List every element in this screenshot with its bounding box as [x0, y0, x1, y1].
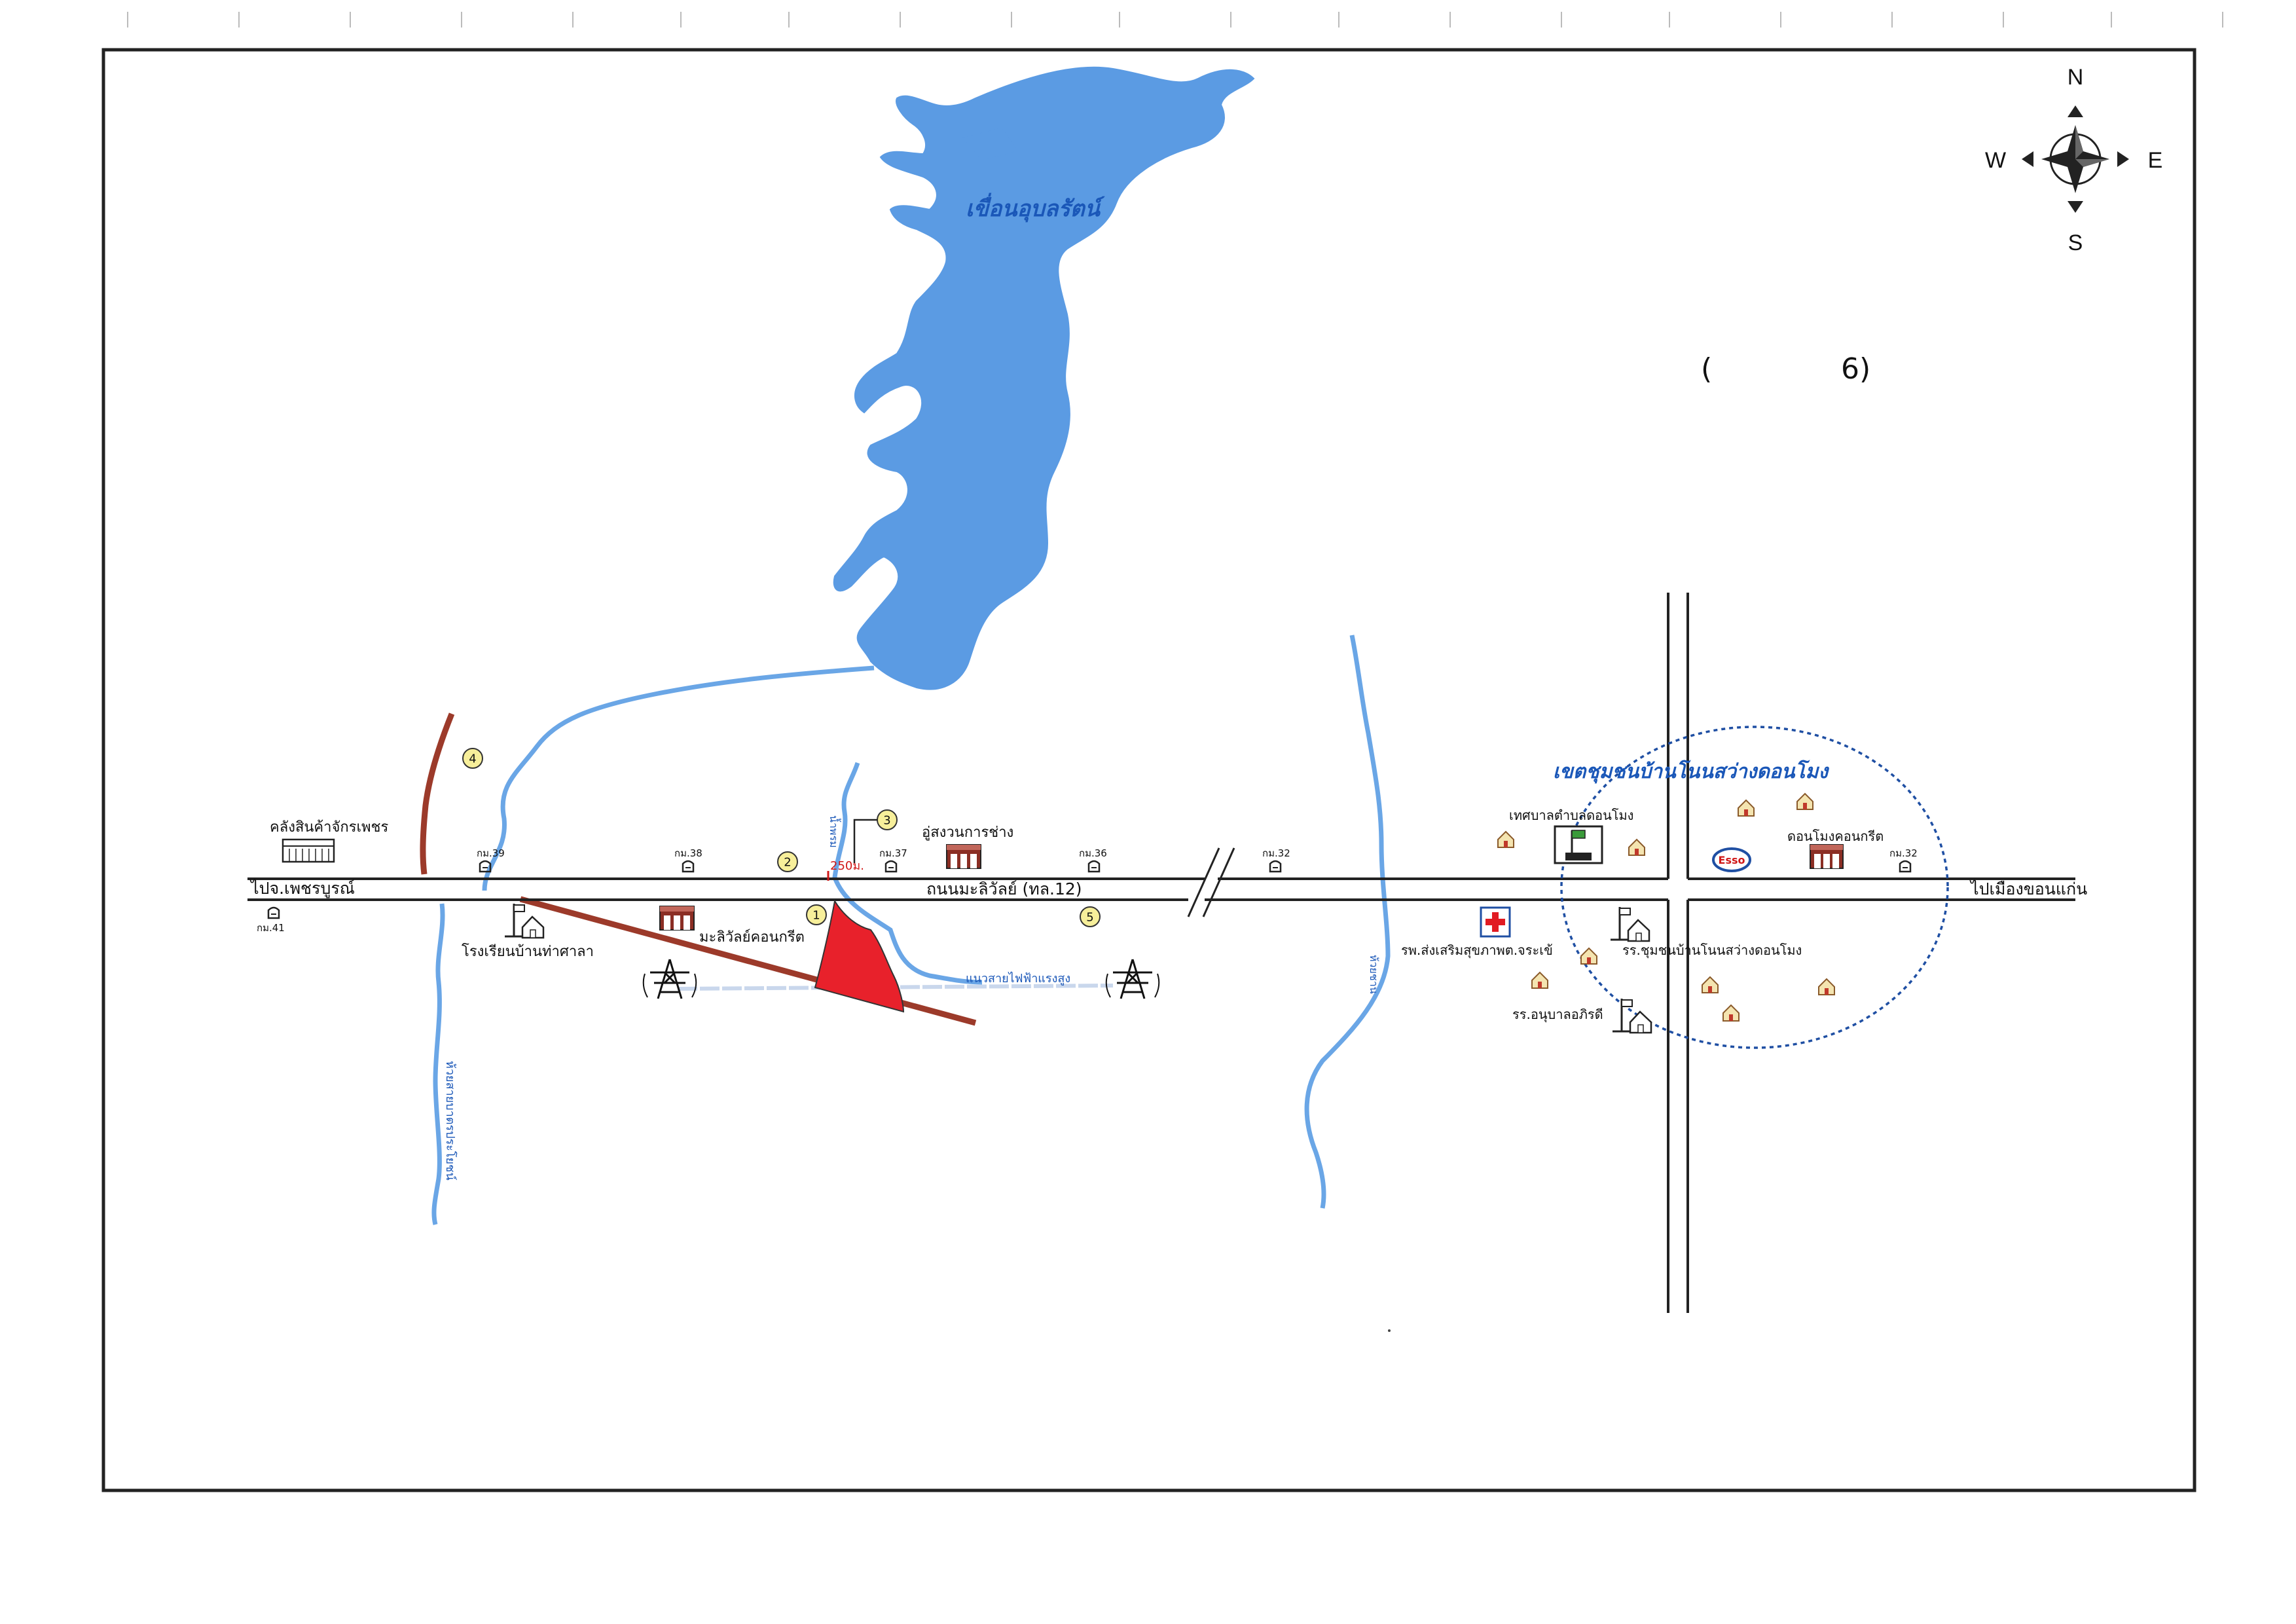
school-flag-icon: [505, 904, 545, 939]
house-icon: [1580, 947, 1597, 965]
reservoir-label: เขื่อนอุบลรัตน์: [966, 193, 1105, 223]
km-markers: กม.41 กม.39 กม.38 กม.37 กม.36 กม.32 กม.3…: [257, 847, 1918, 934]
map-frame: [101, 48, 2196, 1492]
scan-dot: [1388, 1329, 1391, 1332]
donmong-concrete-label: ดอนโมงคอนกรีต: [1787, 828, 1884, 844]
factory-icon-malivan: [659, 906, 695, 931]
site-circle-5: [1080, 906, 1101, 927]
site-number-5: 5: [1086, 911, 1093, 925]
school-flag-icon: [1613, 999, 1652, 1034]
house-icon: [1628, 838, 1645, 856]
creek-3-label: ห้วยชาน: [1368, 955, 1380, 994]
brown-road-north: [420, 712, 455, 875]
school-nonsawang-label: รร.ชุมชนบ้านโนนสว่างดอนโมง: [1622, 942, 1802, 959]
school-flag-icon: [1611, 907, 1650, 942]
municipality-label: เทศบาลตำบลดอนโมง: [1509, 807, 1633, 823]
site-number-4: 4: [469, 752, 476, 766]
school-thasala-label: โรงเรียนบ้านท่าศาลา: [462, 943, 594, 960]
compass-w: W: [1985, 148, 2006, 173]
esso-icon: Esso: [1712, 847, 1751, 872]
community-zone-boundary: [1560, 726, 1949, 1049]
site-circle-2: [777, 851, 798, 872]
km-marker-icon: [682, 860, 695, 873]
kindergarten-label: รร.อนุบาลอภิรดี: [1512, 1006, 1603, 1023]
site-number-3: 3: [883, 814, 890, 828]
distance-label: 250ม.: [830, 859, 864, 873]
creek-3: [1304, 635, 1391, 1209]
reservoir-bay: [962, 128, 1018, 160]
km-36-label: กม.36: [1079, 847, 1107, 859]
hospital-label: รพ.ส่งเสริมสุขภาพต.จระเข้: [1401, 942, 1553, 959]
km-marker-icon: [884, 860, 898, 873]
km-32b-label: กม.32: [1889, 847, 1918, 859]
to-west-label: ไปจ.เพชรบูรณ์: [249, 879, 355, 898]
km-marker-icon: [479, 860, 492, 873]
house-icon: [1796, 792, 1813, 810]
esso-label: Esso: [1719, 854, 1745, 866]
cross-road: [1667, 593, 1689, 1313]
power-line-label: แนวสายไฟฟ้าแรงสูง: [966, 971, 1070, 986]
house-icons: [1497, 792, 1835, 1022]
km-39-label: กม.39: [477, 847, 505, 859]
creek-2-label: น้ำพรม: [828, 815, 841, 848]
stream-from-reservoir: [482, 665, 875, 891]
creek-2: [832, 762, 983, 985]
hospital-icon: [1480, 906, 1511, 938]
km-marker-icon: [267, 906, 280, 919]
km-41-label: กม.41: [257, 922, 285, 934]
house-icon: [1722, 1004, 1740, 1022]
road-main-label: ถนนมะลิวัลย์ (ทล.12): [926, 879, 1082, 898]
site-number-circles: 1 2 3 4 5: [462, 748, 1101, 927]
house-icon: [1497, 830, 1514, 848]
site-3-pointer: [853, 819, 877, 863]
warehouse-label: คลังสินค้าจักรเพชร: [270, 819, 388, 836]
main-highway: [247, 877, 2075, 901]
creek-1-label: ห้วยสายบาตรประโยชน์: [443, 1061, 458, 1181]
km-marker-icon: [1087, 860, 1101, 873]
house-icon: [1531, 971, 1548, 989]
factory-icon-garage: [946, 844, 981, 869]
km-38-label: กม.38: [674, 847, 702, 859]
compass-rose: N S E W: [1985, 65, 2162, 255]
scan-ticks: [127, 12, 2223, 28]
malivan-concrete-label: มะลิวัลย์คอนกรีต: [699, 929, 805, 946]
km-marker-icon: [1269, 860, 1282, 873]
house-icon: [1702, 976, 1719, 993]
compass-e: E: [2148, 148, 2163, 173]
site-circle-4: [462, 748, 483, 769]
municipality-icon: [1554, 825, 1603, 864]
km-marker-icon: [1899, 860, 1912, 873]
house-icon: [1738, 799, 1755, 817]
site-number-2: 2: [784, 856, 791, 870]
compass-n: N: [2068, 65, 2084, 90]
project-site: [814, 899, 905, 1013]
to-east-label: ไปเมืองขอนแก่น: [1969, 879, 2087, 898]
site-circle-1: [806, 904, 827, 925]
map-number-open: (: [1701, 352, 1712, 386]
road-break: [1187, 847, 1235, 917]
creek-1: [431, 903, 445, 1225]
power-tower-icon-west: [642, 959, 697, 999]
garage-label: อู่สงวนการช่าง: [922, 824, 1013, 841]
km-37-label: กม.37: [879, 847, 907, 859]
community-zone-label: เขตชุมชนบ้านโนนสว่างดอนโมง: [1553, 760, 1829, 784]
km-32a-label: กม.32: [1262, 847, 1290, 859]
factory-icon-donmong: [1810, 844, 1844, 869]
map-number-close: 6): [1841, 352, 1870, 386]
power-tower-icon-east: [1105, 959, 1160, 999]
compass-s: S: [2068, 231, 2083, 255]
warehouse-icon: [282, 838, 335, 863]
reservoir-shape: [833, 66, 1255, 690]
site-number-1: 1: [812, 909, 820, 923]
house-icon: [1818, 978, 1835, 995]
